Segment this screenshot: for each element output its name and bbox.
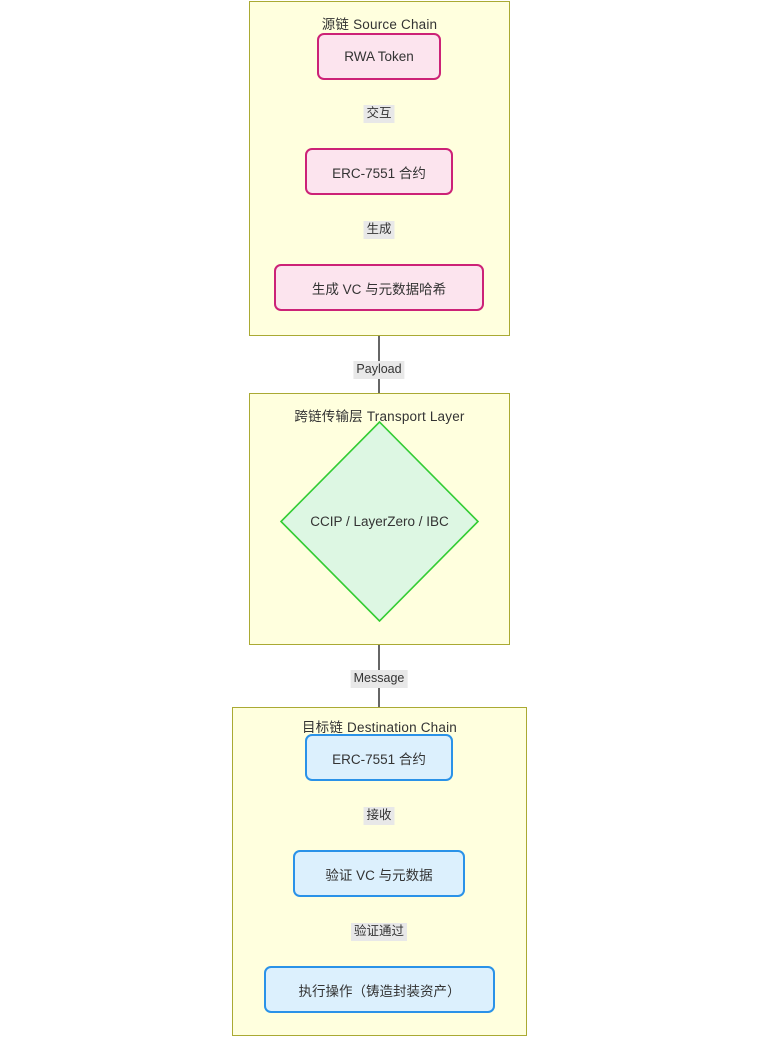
edge-label-payload: Payload [353, 361, 405, 379]
node-bridge[interactable]: CCIP / LayerZero / IBC [280, 421, 479, 622]
node-label-generate-vc: 生成 VC 与元数据哈希 [311, 281, 447, 297]
node-label-rwa-token: RWA Token [344, 49, 414, 64]
edge-label-generate: 生成 [363, 221, 395, 239]
edge-label-message: Message [350, 670, 408, 688]
node-generate-vc[interactable]: 生成 VC 与元数据哈希 [274, 264, 484, 311]
diamond-shape [280, 421, 479, 622]
subgraph-title-source-chain: 源链 Source Chain [321, 17, 438, 32]
node-execute-op[interactable]: 执行操作（铸造封装资产） [264, 966, 495, 1013]
edge-label-interact: 交互 [363, 105, 395, 123]
node-rwa-token[interactable]: RWA Token [317, 33, 441, 80]
node-erc7551-dest[interactable]: ERC-7551 合约 [305, 734, 453, 781]
node-label-execute-op: 执行操作（铸造封装资产） [298, 983, 461, 999]
subgraph-title-transport-layer: 跨链传输层 Transport Layer [294, 409, 465, 424]
edge-label-receive: 接收 [363, 807, 395, 825]
node-label-erc7551-dest: ERC-7551 合约 [332, 751, 426, 767]
node-label-bridge: CCIP / LayerZero / IBC [310, 514, 449, 529]
node-verify-vc[interactable]: 验证 VC 与元数据 [293, 850, 465, 897]
node-label-verify-vc: 验证 VC 与元数据 [325, 867, 433, 883]
node-label-erc7551-source: ERC-7551 合约 [332, 165, 426, 181]
edge-label-verified: 验证通过 [350, 923, 408, 941]
node-erc7551-source[interactable]: ERC-7551 合约 [305, 148, 453, 195]
subgraph-title-destination-chain: 目标链 Destination Chain [301, 720, 457, 735]
